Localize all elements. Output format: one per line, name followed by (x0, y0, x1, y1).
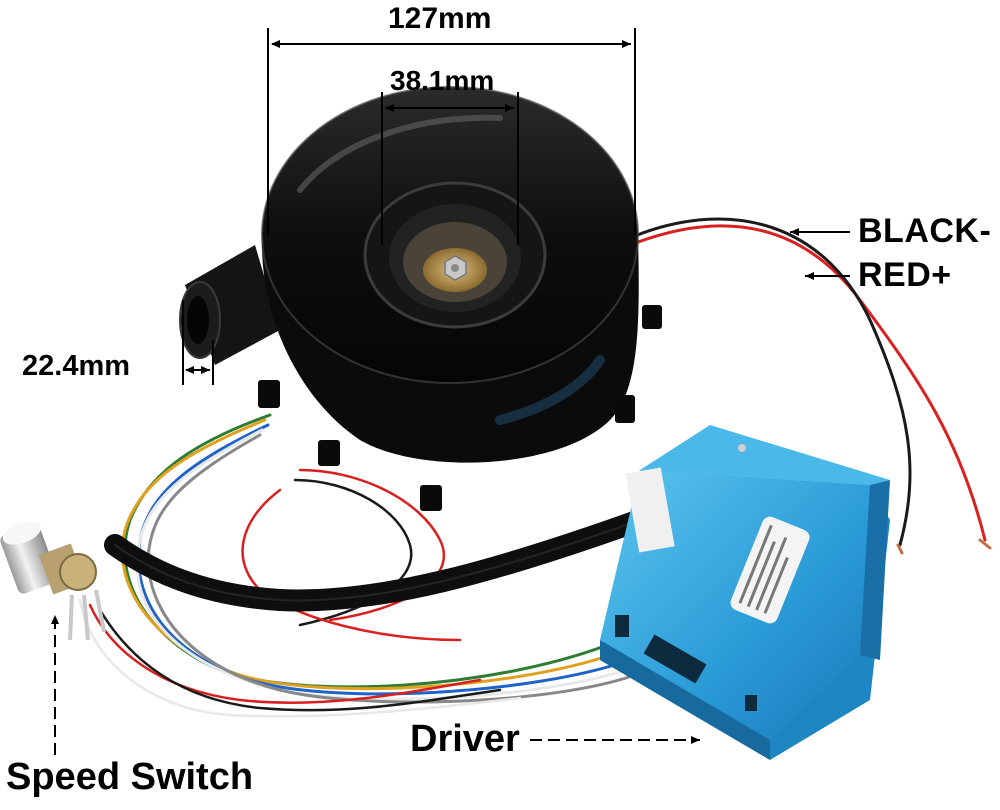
driver-screw (738, 444, 746, 452)
dimension-38 (381, 92, 519, 245)
dimension-22 (182, 300, 214, 385)
label-outlet-diameter: 22.4mm (22, 350, 131, 382)
outlet-nozzle (179, 245, 280, 365)
wiring-harness (78, 413, 651, 718)
driver-box (600, 425, 890, 760)
driver-sticker (730, 516, 810, 624)
speed-potentiometer (0, 521, 106, 641)
driver-port (643, 634, 707, 684)
mount-tab (615, 395, 635, 423)
driver-connector (625, 467, 675, 553)
mount-tab (642, 305, 662, 329)
dimension-127 (267, 28, 636, 235)
driver-port (615, 615, 629, 637)
blower (179, 86, 662, 511)
label-red-wire: RED+ (858, 256, 952, 294)
label-driver: Driver (410, 718, 520, 760)
driver-port (745, 695, 757, 711)
mount-tab (318, 440, 340, 466)
label-inlet-diameter: 38.1mm (390, 65, 495, 96)
leader-lines (51, 228, 850, 755)
power-wires (628, 217, 992, 555)
mount-tab (258, 380, 280, 408)
label-black-wire: BLACK- (858, 212, 992, 250)
mount-tab (420, 485, 442, 511)
label-outer-diameter: 127mm (388, 2, 492, 35)
label-speed-switch: Speed Switch (6, 756, 254, 798)
